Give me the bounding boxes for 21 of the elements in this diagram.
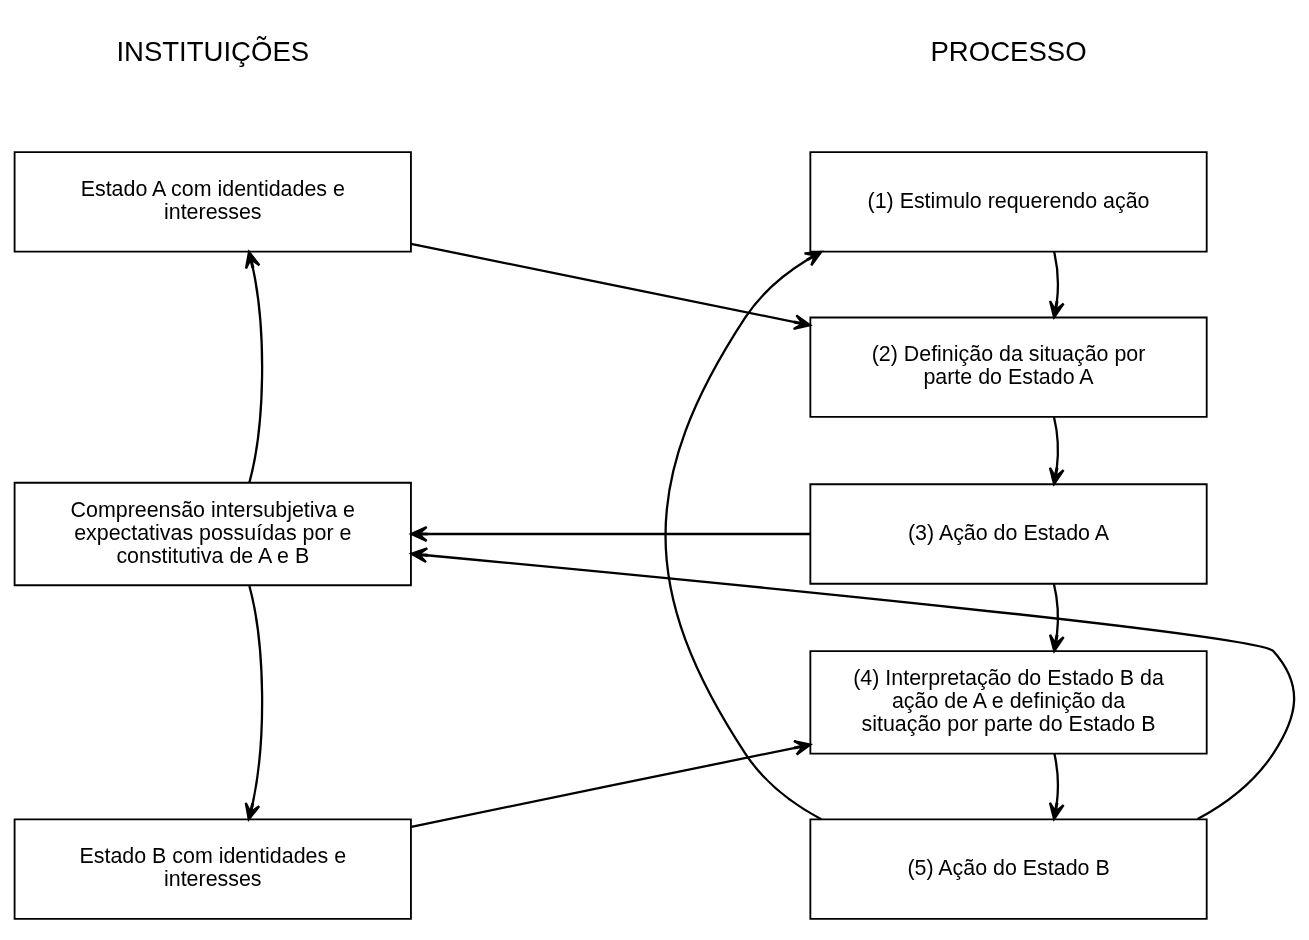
node-box: (5) Ação do Estado B <box>809 818 1208 920</box>
node-box: (3) Ação do Estado A <box>809 482 1208 585</box>
arrow <box>1048 583 1065 652</box>
node-box: (4) Interpretação do Estado B da ação de A e definição da situação por parte do Estado B <box>809 649 1208 755</box>
arrow <box>244 250 264 483</box>
arrow <box>1048 416 1065 485</box>
label: INSTITUIÇÕES <box>116 35 310 67</box>
arrow <box>1048 753 1065 820</box>
node-box: (1) Estimulo requerendo ação <box>809 150 1208 253</box>
node-box: Compreensão intersubjetiva e expectativas possuídas por e constitutiva de A e B <box>13 481 412 586</box>
arrow <box>244 585 264 821</box>
arrow <box>664 250 823 820</box>
arrow <box>410 546 1296 820</box>
node-box: (2) Definição da situação por parte do Estado A <box>809 316 1208 418</box>
arrow <box>410 242 812 330</box>
label: PROCESSO <box>930 35 1087 67</box>
arrow <box>410 525 811 542</box>
node-box: Estado B com identidades e interesses <box>13 818 412 920</box>
node-box: Estado A com identidades e interesses <box>13 150 412 253</box>
arrow <box>1048 250 1065 318</box>
arrow <box>411 739 812 828</box>
